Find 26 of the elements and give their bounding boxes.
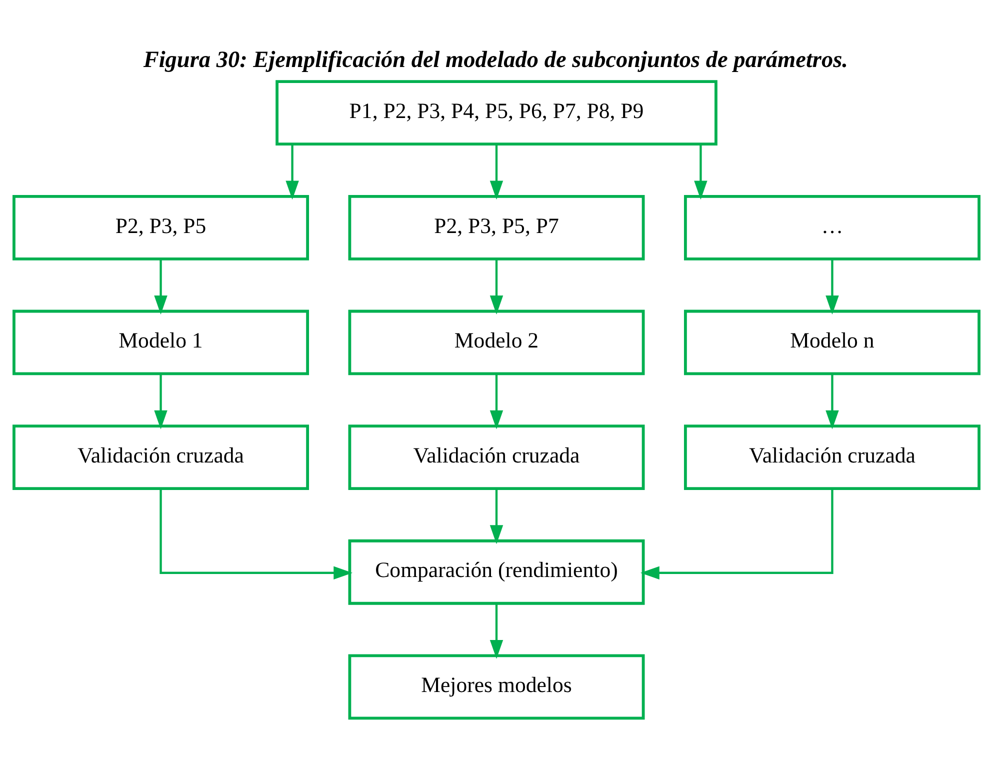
arrow (490, 374, 504, 430)
node-box: Mejores modelos (348, 654, 645, 720)
arrow (490, 604, 504, 659)
arrow (826, 374, 839, 430)
node-box: Modelo n (684, 310, 980, 376)
node-box: Validación cruzada (12, 424, 310, 490)
arrow (826, 259, 839, 314)
arrow (160, 488, 353, 580)
arrow (286, 144, 299, 200)
arrow (154, 374, 168, 430)
node-box: Validación cruzada (348, 424, 645, 490)
node-box: P1, P2, P3, P4, P5, P6, P7, P8, P9 (276, 80, 718, 146)
diagram-title: Figura 30: Ejemplificación del modelado de subconjuntos de parámetros. (143, 46, 848, 73)
arrow (694, 144, 708, 200)
arrow (154, 259, 168, 314)
node-box: P2, P3, P5, P7 (348, 194, 645, 260)
node-box: Comparación (rendimiento) (348, 539, 645, 605)
arrow (490, 488, 504, 544)
node-box: Modelo 1 (12, 310, 310, 376)
node-box: Validación cruzada (684, 424, 980, 490)
arrow (490, 259, 504, 314)
arrow (640, 488, 834, 580)
arrow (490, 144, 504, 200)
node-box: P2, P3, P5 (12, 194, 310, 260)
node-box: … (684, 194, 980, 260)
node-box: Modelo 2 (348, 310, 645, 376)
